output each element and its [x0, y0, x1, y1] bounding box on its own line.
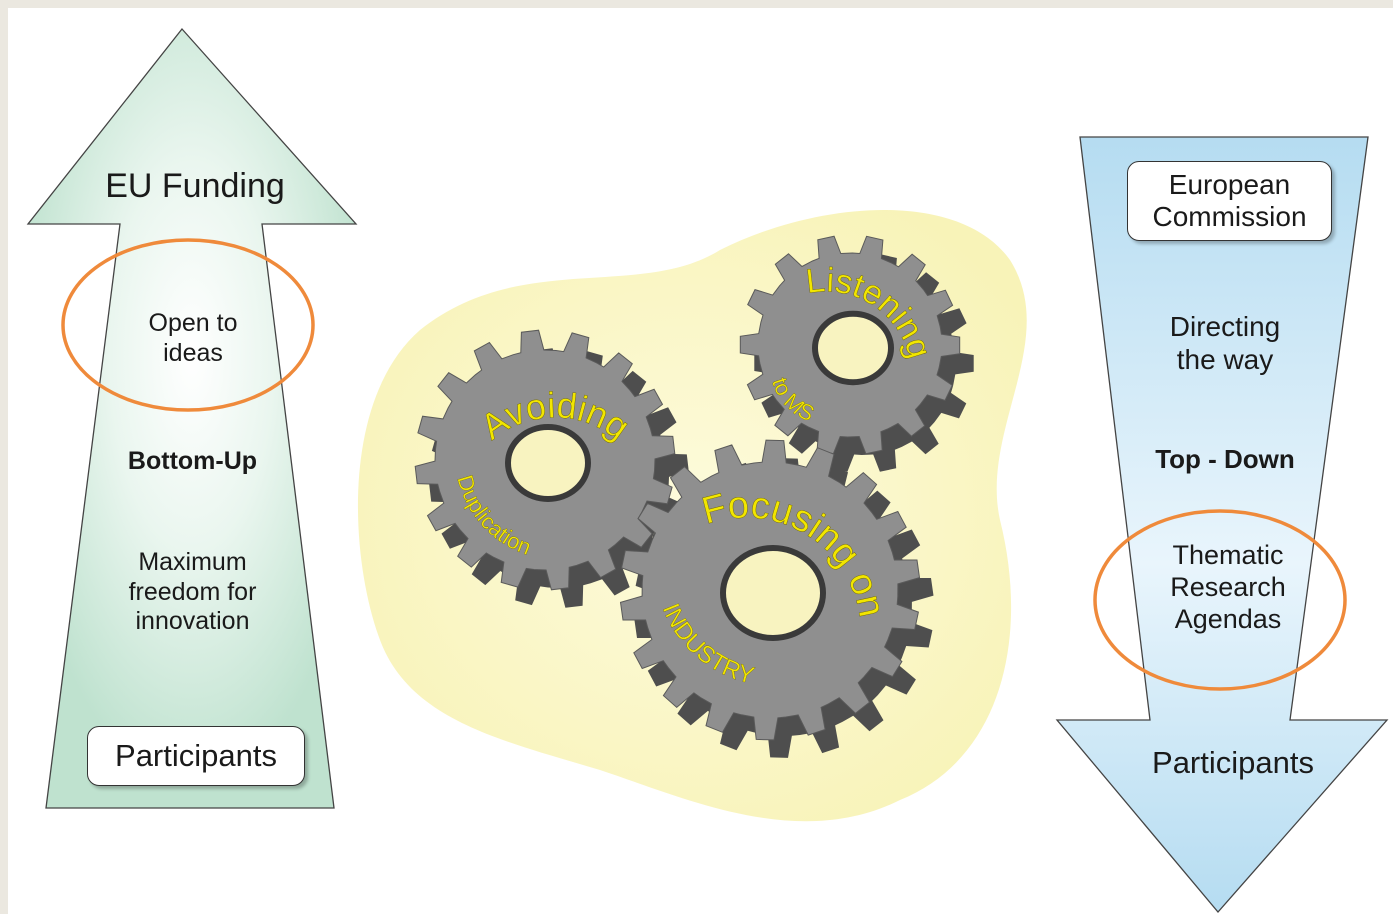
right-point-directing: Directing the way [1169, 311, 1281, 376]
left-participants-box: Participants [87, 726, 305, 786]
left-highlight-ellipse [61, 238, 315, 412]
right-approach-label: Top - Down [1155, 444, 1295, 474]
gear-listening-hole [812, 310, 894, 386]
gear-listening [739, 235, 974, 472]
european-commission-box: European Commission [1127, 161, 1332, 241]
left-arrow-title: EU Funding [105, 167, 285, 205]
gear-avoiding [414, 329, 689, 608]
left-arrow-shape [26, 27, 358, 809]
left-approach-label: Bottom-Up [127, 447, 258, 475]
left-point-freedom: Maximum freedom for innovation [128, 548, 257, 635]
gears-group [414, 235, 974, 758]
gear-avoiding-hole [505, 424, 591, 502]
right-participants-label: Participants [1152, 745, 1314, 780]
right-point-thematic: Thematic Research Agendas [1170, 540, 1286, 634]
left-point-open-ideas: Open to ideas [148, 309, 238, 367]
right-arrow-shape [1055, 136, 1389, 913]
gear-focusing [619, 439, 934, 758]
right-highlight-ellipse [1093, 509, 1347, 691]
gear-focusing-hole [720, 545, 826, 641]
